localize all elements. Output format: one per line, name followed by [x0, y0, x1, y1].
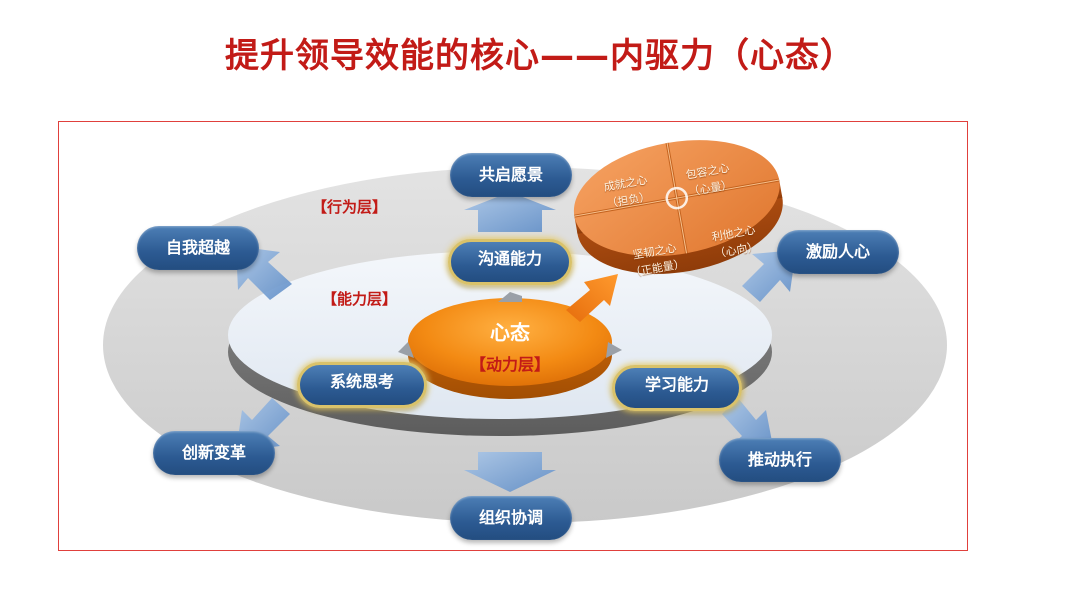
shared-vision-node: 共启愿景: [450, 153, 572, 197]
arrow-down-coord: [464, 452, 556, 492]
gray-arrow-top: [498, 292, 522, 302]
gray-arrow-right: [606, 342, 622, 358]
learning-ability-node: 学习能力: [612, 365, 742, 411]
systems-thinking-node: 系统思考: [297, 362, 427, 408]
core-sublabel: 【动力层】: [469, 355, 551, 374]
ability-layer-label: 【能力层】: [322, 290, 398, 308]
drive-execution-node: 推动执行: [719, 438, 841, 482]
inspire-hearts-node: 激励人心: [777, 230, 899, 274]
diagram-frame: [58, 121, 968, 551]
self-transcendence-node: 自我超越: [137, 226, 259, 270]
behavior-layer-label: 【行为层】: [312, 198, 388, 216]
core-label: 心态: [490, 320, 530, 345]
innovation-change-node: 创新变革: [153, 431, 275, 475]
arrow-up-vision: [464, 192, 556, 232]
communication-ability-node: 沟通能力: [448, 239, 572, 285]
orange-arrow: [566, 274, 618, 322]
gray-arrow-left: [398, 342, 414, 358]
organization-coordination-node: 组织协调: [450, 496, 572, 540]
mindset-pie: [573, 140, 783, 274]
core-disc-top: [408, 298, 612, 386]
page-title: 提升领导效能的核心——内驱力（心态）: [225, 36, 855, 76]
